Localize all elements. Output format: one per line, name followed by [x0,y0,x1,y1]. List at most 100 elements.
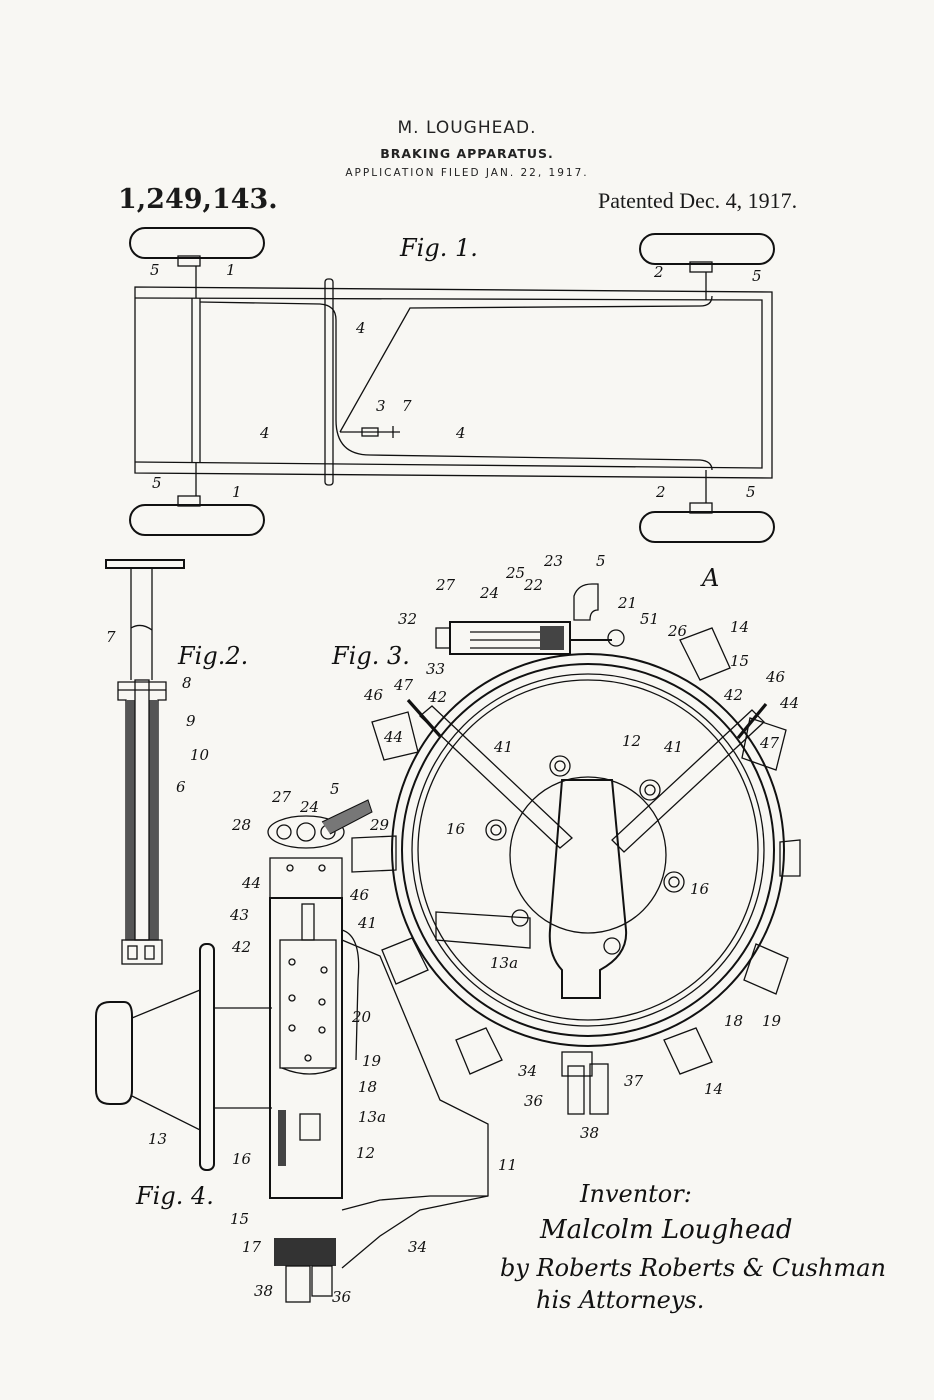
view-letter-a: A [700,564,719,592]
ref-label: 21 [617,594,637,612]
ref-label: 7 [402,397,412,415]
ref-label: 44 [383,728,403,746]
ref-label: 38 [254,1282,273,1300]
ref-label: 13a [490,954,518,972]
ref-label: 6 [176,778,186,796]
ref-label: 11 [498,1156,517,1174]
ref-label: 23 [543,552,563,570]
ref-label: 10 [190,746,210,764]
figure-1-label: Fig. 1. [399,234,478,262]
ref-label: 26 [667,622,688,640]
ref-label: 16 [446,820,466,838]
ref-label: 44 [779,694,799,712]
front-right-wheel [129,504,265,536]
ref-label: 5 [150,261,160,279]
axle-spindle [548,779,628,999]
attorneys-signature: by Roberts Roberts & Cushman [500,1254,886,1282]
figure-3-brake-drum: Fig. 3. A 27 25 23 5 24 22 32 21 51 26 1… [331,552,801,1142]
ref-label: 5 [152,474,162,492]
ref-label: 33 [426,660,445,678]
ref-label: 32 [398,610,417,628]
ref-label: 16 [232,1150,252,1168]
ref-label: 14 [730,618,749,636]
ref-label: 37 [624,1072,644,1090]
inventor-signature: Malcolm Loughead [539,1215,792,1245]
rear-left-wheel [639,233,775,265]
figure-1-chassis: Fig. 1. 1 1 2 2 3 4 4 4 5 5 5 5 7 [129,227,775,543]
ref-label: 5 [752,267,762,285]
ref-label: 15 [730,652,749,670]
front-left-wheel [129,227,265,259]
ref-label: 34 [408,1238,427,1256]
ref-label: 29 [369,816,390,834]
drum-inner [401,663,775,1037]
brake-band [411,673,765,1027]
ref-label: 47 [393,676,414,694]
ref-label: 44 [241,874,261,892]
ref-label: 46 [765,668,786,686]
application-filed-line: APPLICATION FILED JAN. 22, 1917. [345,167,589,179]
hub-cap [95,1001,133,1105]
ref-label: 51 [640,610,659,628]
signature-block: Inventor: Malcolm Loughead by Roberts Ro… [500,1180,886,1314]
ref-label: 7 [106,628,116,646]
ref-label: 47 [759,734,780,752]
ref-label: 4 [355,319,366,337]
ref-label: 41 [663,738,683,756]
ref-label: 4 [455,424,466,442]
ref-label: 41 [493,738,513,756]
ref-label: 1 [226,261,236,279]
figure-4-label: Fig. 4. [135,1182,214,1210]
patent-date: Patented Dec. 4, 1917. [598,188,798,213]
ref-label: 8 [182,674,192,692]
ref-label: 5 [596,552,606,570]
ref-label: 3 [376,397,386,415]
ref-label: 41 [357,914,377,932]
ref-label: 36 [524,1092,544,1110]
ref-label: 1 [232,483,242,501]
ref-label: 28 [231,816,251,834]
wheel-flange [199,943,215,1171]
ref-label: 27 [271,788,292,806]
ref-label: 2 [653,263,664,281]
ref-label: 12 [622,732,641,750]
inventor-name-header: M. LOUGHEAD. [397,118,537,138]
ref-label: 18 [724,1012,743,1030]
patent-number: 1,249,143. [118,184,278,215]
rear-right-wheel [639,511,775,543]
pedal-pad [105,559,185,569]
ref-label: 12 [356,1144,375,1162]
ref-label: 19 [362,1052,382,1070]
ref-label: 15 [230,1210,249,1228]
ref-label: 43 [229,906,249,924]
ref-label: 24 [479,584,499,602]
ref-label: 27 [435,576,456,594]
ref-label: 46 [349,886,370,904]
ref-label: 16 [690,880,710,898]
ref-label: 2 [655,483,666,501]
drum-section [269,897,343,1199]
inventor-label: Inventor: [579,1180,692,1208]
ref-label: 24 [299,798,319,816]
ref-label: 20 [351,1008,372,1026]
drum-outer [391,653,785,1047]
figure-2-master-cylinder: Fig.2. 7 8 9 10 6 [105,559,248,965]
ref-label: 13 [148,1130,167,1148]
figure-4-section-view: Fig. 4. 27 24 5 28 29 44 46 43 41 42 20 … [95,780,517,1306]
ref-label: 42 [723,686,743,704]
ref-label: 42 [427,688,447,706]
ref-label: 34 [518,1062,537,1080]
ref-label: 17 [242,1238,262,1256]
ref-label: 36 [332,1288,352,1306]
invention-title: BRAKING APPARATUS. [380,146,554,161]
ref-label: 25 [505,564,525,582]
ref-label: 18 [358,1078,377,1096]
ref-label: 5 [330,780,340,798]
figure-3-label: Fig. 3. [331,642,410,670]
ref-label: 9 [186,712,196,730]
ref-label: 19 [762,1012,782,1030]
ref-label: 46 [363,686,384,704]
figure-2-label: Fig.2. [177,642,248,670]
